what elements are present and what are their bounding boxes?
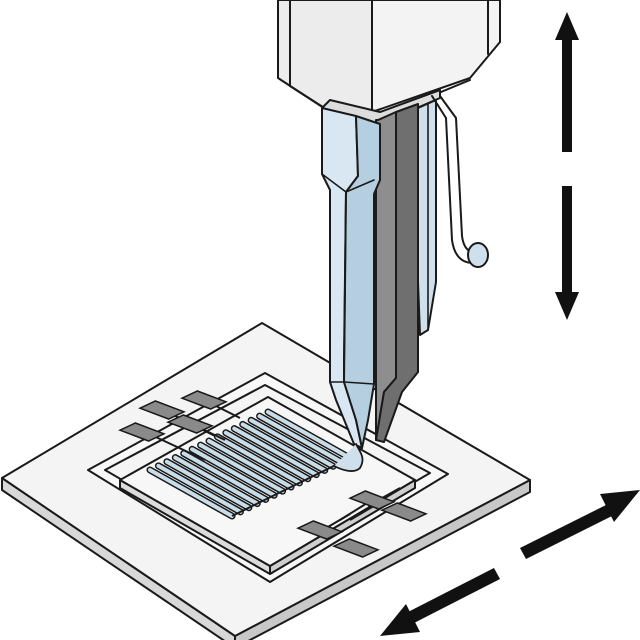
trace-line-fill (257, 414, 344, 465)
nozzle-taper (329, 381, 375, 385)
arrow-up-shaft (562, 38, 572, 152)
hook-loop (467, 242, 489, 268)
contact-pads-lower-right (296, 487, 428, 558)
housing-left-face (277, 0, 373, 113)
contact-pad (380, 502, 428, 522)
trace-line-fill (148, 468, 234, 518)
dispensed-bead (333, 443, 364, 472)
contact-pad (296, 520, 344, 540)
contact-pad (180, 390, 228, 410)
contact-pad (118, 422, 166, 442)
trace-line-fill (223, 430, 310, 481)
trace-line-fill (215, 434, 302, 485)
trace-line-fill (156, 463, 243, 514)
trace-bus (231, 457, 351, 517)
contact-pads-upper-left (118, 390, 241, 461)
trace-line-fill (266, 410, 352, 460)
arrow-ll-head (380, 604, 420, 636)
arrow-ll-shaft (408, 568, 500, 623)
arrow-ur-shaft (520, 502, 618, 559)
interdigitated-traces (146, 408, 354, 520)
trace-line-fill (240, 422, 327, 473)
arrow-ur-head (600, 490, 640, 522)
trace-line-fill (198, 443, 285, 494)
trace-line-fill (232, 426, 319, 477)
trace-line-fill (164, 459, 251, 510)
main-nozzle (321, 107, 381, 472)
side-needle (417, 95, 489, 336)
trace-line-fill (181, 451, 268, 502)
trace-line-fill (190, 447, 277, 498)
nozzle-right-face (343, 115, 381, 449)
arrow-down-shaft (562, 186, 572, 294)
hook-wire (431, 95, 485, 264)
trace-line-fill (173, 455, 260, 506)
trace-line-fill (249, 418, 336, 469)
dispenser-housing (277, 0, 501, 125)
arrow-up-head (555, 12, 579, 40)
nozzle-collar (321, 173, 375, 193)
side-needle-body (417, 99, 437, 336)
arrow-down-head (555, 292, 579, 320)
double-arrow-diagonal-icon (380, 490, 640, 636)
trace-line-fill (207, 439, 293, 489)
contact-pad (348, 490, 396, 510)
contact-pad (332, 538, 380, 558)
double-arrow-vertical-icon (555, 12, 579, 320)
dark-needle-right (375, 103, 419, 443)
housing-right-face (371, 0, 501, 113)
dark-needle (375, 103, 419, 443)
contact-pad (138, 400, 186, 420)
contact-pad (166, 414, 214, 434)
nozzle-ridge (343, 191, 347, 383)
